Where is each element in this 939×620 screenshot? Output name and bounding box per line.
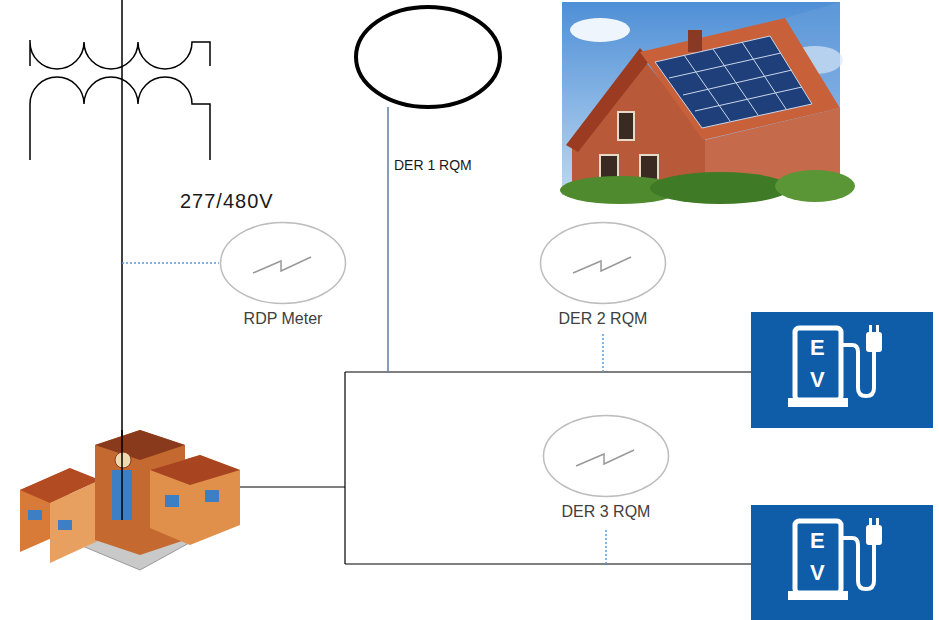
der1-ellipse xyxy=(356,7,500,107)
der1-wire xyxy=(387,107,389,372)
meter: DER 2 RQM xyxy=(519,221,687,330)
building-icon xyxy=(20,430,240,570)
meter-lead xyxy=(122,263,606,564)
transformer-symbol xyxy=(30,0,210,520)
icon-letter: V xyxy=(810,368,825,392)
meter-symbol xyxy=(542,414,670,498)
meter-label: DER 3 RQM xyxy=(522,503,690,521)
meter-label: RDP Meter xyxy=(199,310,367,328)
solar-house-picture xyxy=(560,2,855,204)
wire xyxy=(240,372,751,564)
icon-letter: V xyxy=(810,561,825,585)
ev-charger-icon xyxy=(751,505,933,620)
icon-letter: E xyxy=(810,336,825,360)
icon-letter: E xyxy=(810,529,825,553)
meter-symbol xyxy=(219,221,347,305)
der-label: DER 1 RQM xyxy=(394,158,472,173)
meter-symbol xyxy=(539,221,667,305)
voltage-label: 277/480V xyxy=(180,190,274,212)
meter: RDP Meter xyxy=(199,221,367,330)
meter-label: DER 2 RQM xyxy=(519,310,687,328)
meter: DER 3 RQM xyxy=(522,414,690,523)
ev-charger-icon xyxy=(751,312,933,428)
